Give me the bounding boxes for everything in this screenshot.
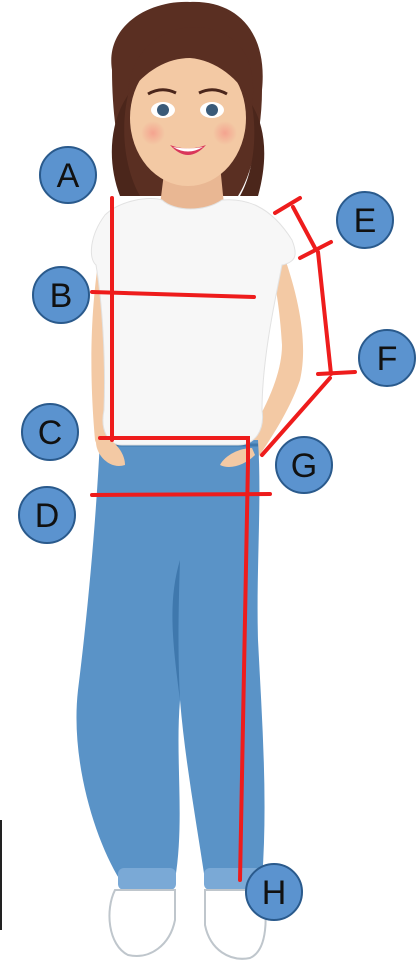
figure-illustration xyxy=(76,1,304,960)
face xyxy=(130,50,246,186)
left-brow xyxy=(147,88,177,96)
teeth xyxy=(173,147,203,152)
jeans xyxy=(76,440,265,880)
badge-c: C xyxy=(21,403,79,461)
right-cheek xyxy=(213,121,237,145)
badge-b-label: B xyxy=(50,277,73,315)
tshirt xyxy=(90,198,296,446)
badge-h-label: H xyxy=(262,874,287,912)
badge-g-label: G xyxy=(291,447,317,485)
line-f-arm xyxy=(316,250,333,376)
badge-f: F xyxy=(358,329,416,387)
line-d-hip xyxy=(90,492,272,497)
right-arm xyxy=(249,250,304,462)
left-hand xyxy=(95,440,125,466)
badge-b: B xyxy=(32,266,90,324)
line-e-tick-bottom xyxy=(298,240,333,260)
left-cuff xyxy=(118,868,176,890)
line-c-waist-to-h xyxy=(98,436,250,464)
badge-g: G xyxy=(275,436,333,494)
left-cheek xyxy=(141,121,165,145)
hair-right xyxy=(240,105,265,196)
left-iris xyxy=(157,104,169,116)
line-f-tick xyxy=(316,370,357,376)
badge-c-label: C xyxy=(38,414,63,452)
jeans-shadow xyxy=(172,560,180,700)
line-e-shoulder xyxy=(291,205,317,250)
badge-d: D xyxy=(18,486,76,544)
hair-front xyxy=(128,27,254,105)
right-brow xyxy=(198,88,228,96)
badge-e-label: E xyxy=(354,202,377,240)
hair-left xyxy=(111,95,140,196)
left-shoe xyxy=(108,889,176,957)
badge-a-label: A xyxy=(57,157,80,195)
line-b-chest xyxy=(90,290,256,299)
line-h-inseam xyxy=(238,460,250,882)
line-e-tick-top xyxy=(273,196,302,215)
right-iris xyxy=(206,104,218,116)
badge-e: E xyxy=(336,191,394,249)
badge-h: H xyxy=(245,863,303,921)
line-g-forearm xyxy=(260,376,332,457)
badge-f-label: F xyxy=(377,340,398,378)
badge-a: A xyxy=(39,146,97,204)
measurement-lines xyxy=(90,196,357,882)
badge-d-label: D xyxy=(35,497,60,535)
